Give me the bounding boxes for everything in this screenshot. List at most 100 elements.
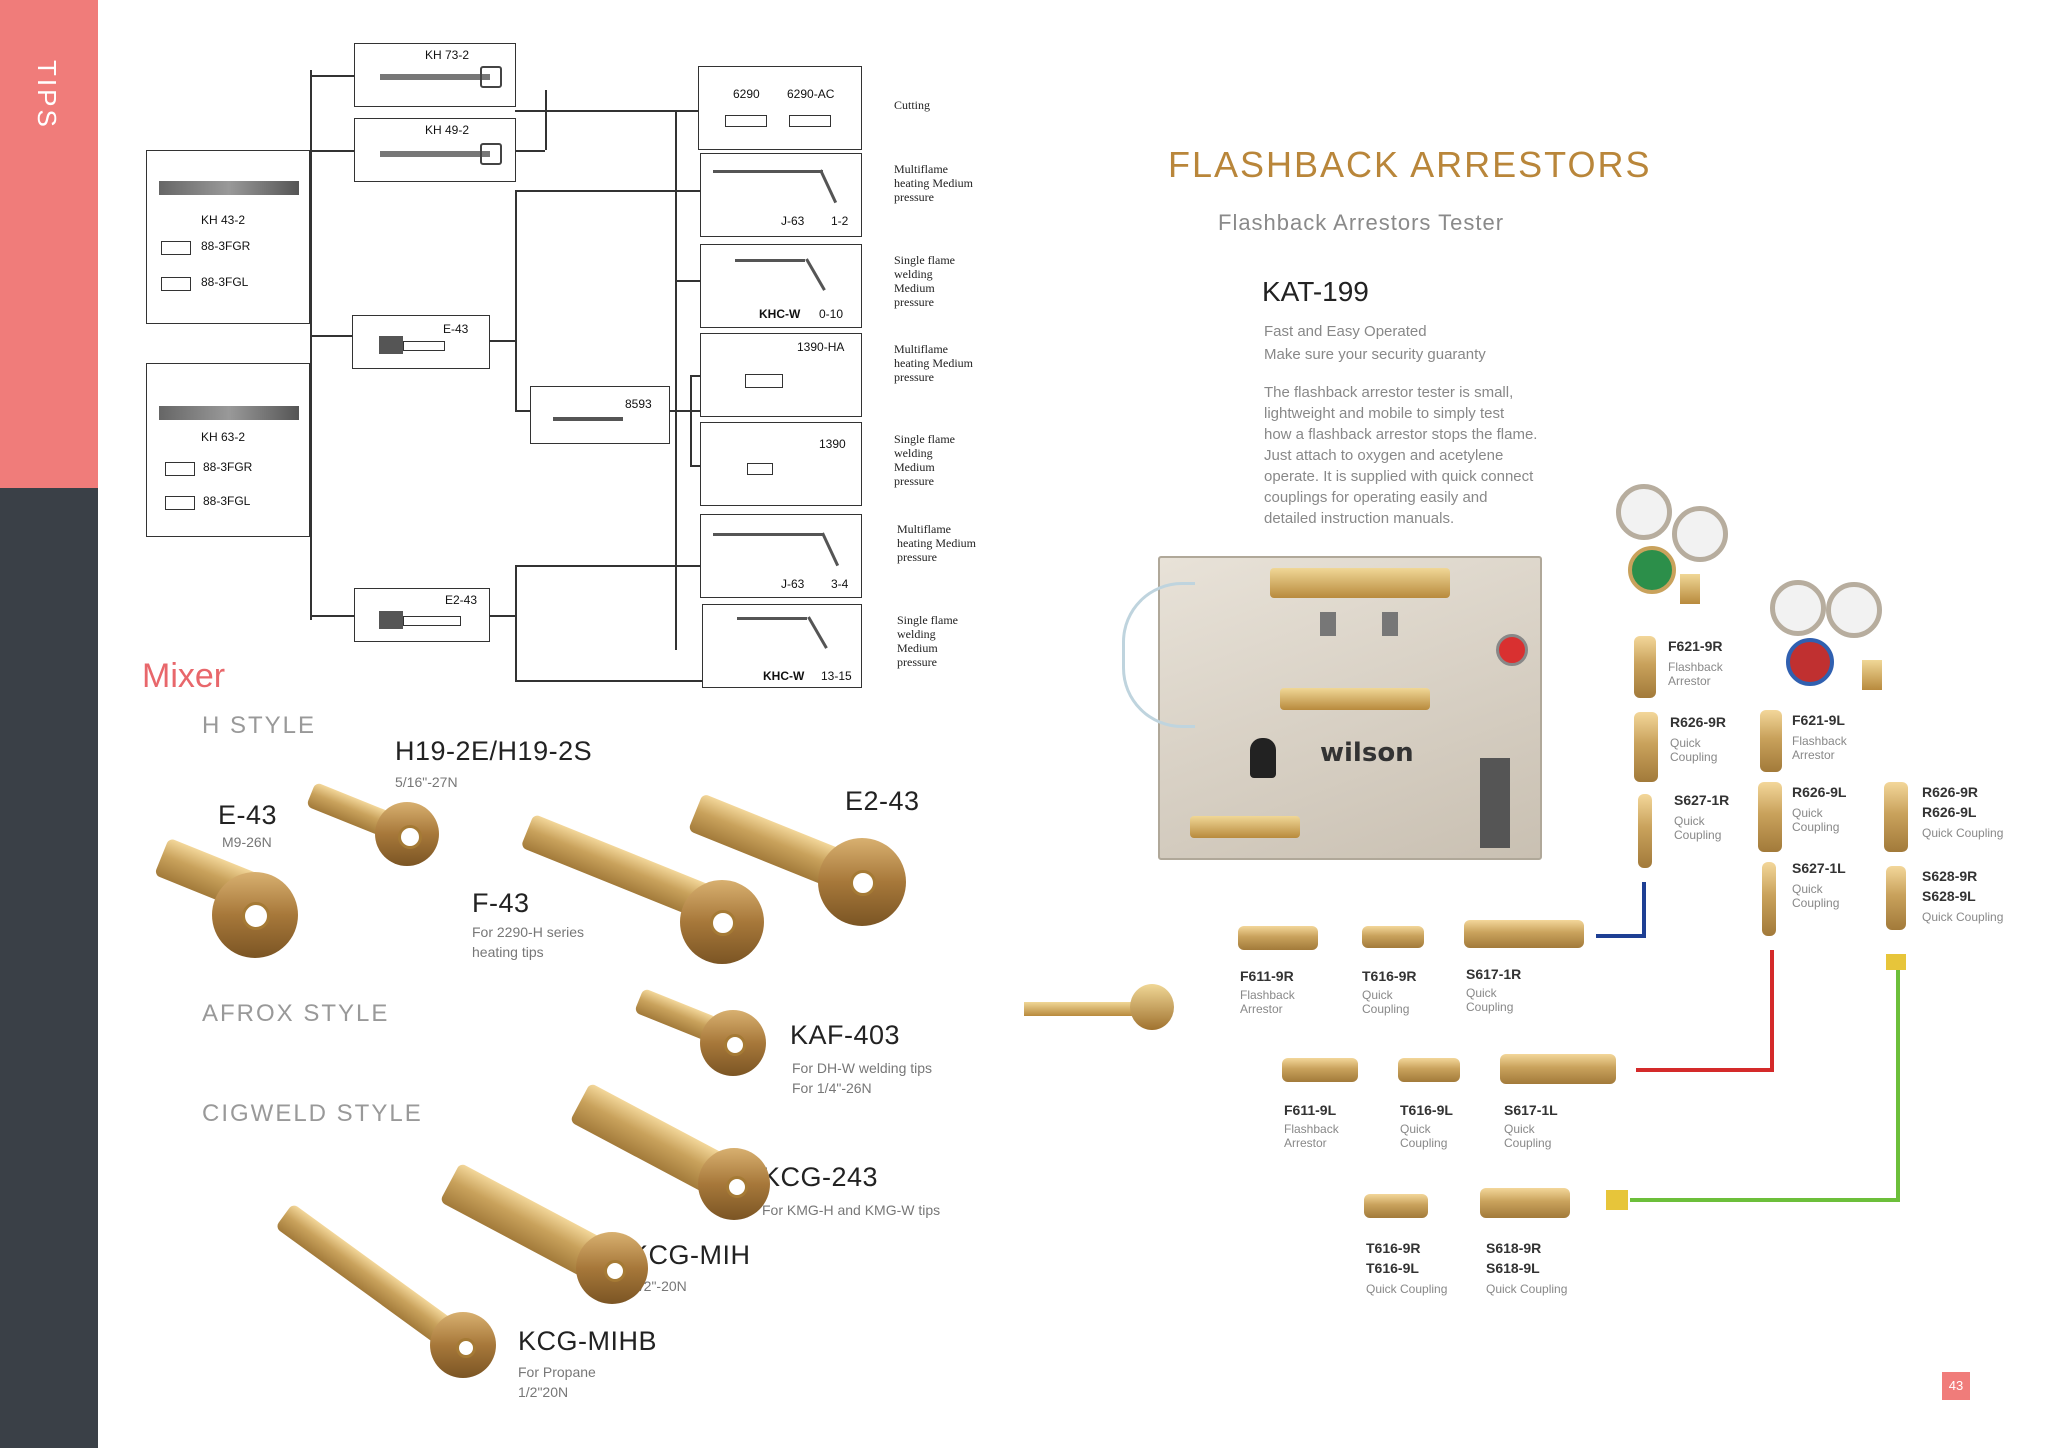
- f621-9l-part-image: [1760, 710, 1782, 772]
- part-desc: Quick Coupling: [1362, 988, 1410, 1016]
- part-name: R626-9L: [1922, 804, 1977, 820]
- extension-label: 8593: [625, 397, 652, 411]
- tip-note: Multiflame heating Medium pressure: [894, 162, 973, 204]
- f621-9r-part-image: [1634, 636, 1656, 698]
- f611-9l-part-image: [1282, 1058, 1358, 1082]
- regulator-gauge-image: [1770, 580, 1826, 636]
- tip-label: 6290-AC: [787, 87, 835, 101]
- tip-label: 3-4: [831, 577, 849, 591]
- tip-box: KHC-W 0-10: [700, 244, 862, 328]
- diagram-connector: [675, 110, 677, 650]
- tip-drawing: [713, 170, 823, 173]
- mixer-box: E2-43: [354, 588, 490, 642]
- s617-1r-part-image: [1464, 920, 1584, 948]
- tip-drawing: [747, 463, 773, 475]
- tip-drawing: [713, 533, 823, 536]
- diagram-connector: [310, 335, 354, 337]
- s627-1l-part-image: [1762, 862, 1776, 936]
- torch-box: KH 43-2 88-3FGR 88-3FGL: [146, 150, 310, 324]
- product-spec: For 2290-H series: [472, 924, 585, 940]
- tip-label: 1390: [819, 437, 846, 451]
- sidebar-section-label: TIPS: [32, 60, 62, 130]
- tip-note: Multiflame heating Medium pressure: [894, 342, 973, 384]
- tip-label: 13-15: [821, 669, 852, 683]
- part-desc: Quick Coupling: [1670, 736, 1718, 764]
- product-name: E-43: [218, 800, 278, 830]
- r626-9l-part-image: [1758, 782, 1782, 852]
- product-spec: For Propane: [518, 1364, 596, 1380]
- handle-label: KH 49-2: [425, 123, 470, 137]
- tip-drawing: [735, 259, 805, 262]
- part-desc: Quick Coupling: [1922, 826, 2004, 840]
- fitting-label: 88-3FGR: [201, 239, 251, 253]
- propane-connector-image: [1886, 954, 1906, 970]
- description-line: how a flashback arrestor stops the flame…: [1264, 426, 1538, 443]
- f611-9r-part-image: [1238, 926, 1318, 950]
- kcg243-mixer-bore-image: [726, 1176, 748, 1198]
- part-name: F621-9R: [1668, 638, 1723, 654]
- diagram-connector: [515, 410, 530, 412]
- part-desc: Quick Coupling: [1792, 806, 1840, 834]
- flashback-title: FLASHBACK ARRESTORS: [1168, 144, 1652, 185]
- tip-box: J-63 1-2: [700, 153, 862, 237]
- tip-label: 6290: [733, 87, 760, 101]
- handle-box: KH 49-2: [354, 118, 516, 182]
- diagram-connector: [670, 410, 705, 412]
- diagram-connector: [675, 280, 705, 282]
- product-name: KCG-MIH: [630, 1240, 751, 1270]
- product-spec: For 1/4"-26N: [792, 1080, 872, 1096]
- mixer-drawing: [403, 616, 461, 626]
- tip-note: Single flame welding Medium pressure: [894, 253, 955, 309]
- sidebar-dark-band: [0, 488, 98, 1448]
- part-desc: Quick Coupling: [1674, 814, 1722, 842]
- diagram-connector: [545, 110, 705, 112]
- fitting-drawing: [165, 462, 195, 476]
- part-desc: Quick Coupling: [1504, 1122, 1552, 1150]
- part-name: S617-1L: [1504, 1102, 1558, 1118]
- s617-1l-part-image: [1500, 1054, 1616, 1084]
- tester-features: Fast and Easy Operated Make sure your se…: [1264, 320, 1486, 366]
- tip-label: 1-2: [831, 214, 849, 228]
- mixer-label: E-43: [443, 322, 469, 336]
- acetylene-line: [1770, 950, 1774, 1072]
- kcgmih-mixer-bore-image: [604, 1260, 626, 1282]
- kcgmihb-mixer-bore-image: [456, 1338, 476, 1358]
- extension-drawing: [553, 417, 623, 421]
- t616-pair-part-image: [1364, 1194, 1428, 1218]
- tip-note: Single flame welding Medium pressure: [894, 432, 955, 488]
- mixer-heading: Mixer: [142, 657, 226, 695]
- h-style-heading: H STYLE: [202, 712, 317, 739]
- product-spec: For KMG-H and KMG-W tips: [762, 1202, 941, 1218]
- diagram-connector: [310, 615, 354, 617]
- tip-drawing: [821, 532, 840, 567]
- part-name: F621-9L: [1792, 712, 1845, 728]
- tip-label: J-63: [781, 214, 805, 228]
- t616-9r-part-image: [1362, 926, 1424, 948]
- tip-note: Single flame welding Medium pressure: [897, 613, 958, 669]
- tip-label: KHC-W: [763, 669, 805, 683]
- product-spec: 1/2"20N: [518, 1384, 569, 1400]
- product-name: KCG-MIHB: [518, 1326, 657, 1356]
- tip-label: 1390-HA: [797, 340, 845, 354]
- description-line: Just attach to oxygen and acetylene: [1264, 447, 1504, 464]
- tester-brand: wilson: [1320, 738, 1414, 768]
- part-name: T616-9R: [1362, 968, 1417, 984]
- part-desc: Flashback Arrestor: [1284, 1122, 1339, 1150]
- tip-box: J-63 3-4: [700, 514, 862, 598]
- part-desc: Flashback Arrestor: [1792, 734, 1847, 762]
- tester-device-image: wilson: [1158, 556, 1542, 860]
- product-spec: 1/2"-20N: [632, 1278, 687, 1294]
- diagram-connector: [515, 565, 705, 567]
- product-name: H19-2E/H19-2S: [395, 736, 593, 766]
- description-line: detailed instruction manuals.: [1264, 510, 1455, 527]
- handle-label: KH 73-2: [425, 48, 470, 62]
- cigweld-style-heading: CIGWELD STYLE: [202, 1100, 423, 1127]
- product-spec: 5/16"-27N: [395, 774, 458, 790]
- part-name: T616-9R: [1366, 1240, 1421, 1256]
- tip-drawing: [737, 617, 807, 620]
- description-line: operate. It is supplied with quick conne…: [1264, 468, 1534, 485]
- part-desc: Quick Coupling: [1922, 910, 2004, 924]
- afrox-style-heading: AFROX STYLE: [202, 1000, 390, 1027]
- tester-mid-fitting: [1280, 688, 1430, 710]
- part-desc: Quick Coupling: [1486, 1282, 1568, 1296]
